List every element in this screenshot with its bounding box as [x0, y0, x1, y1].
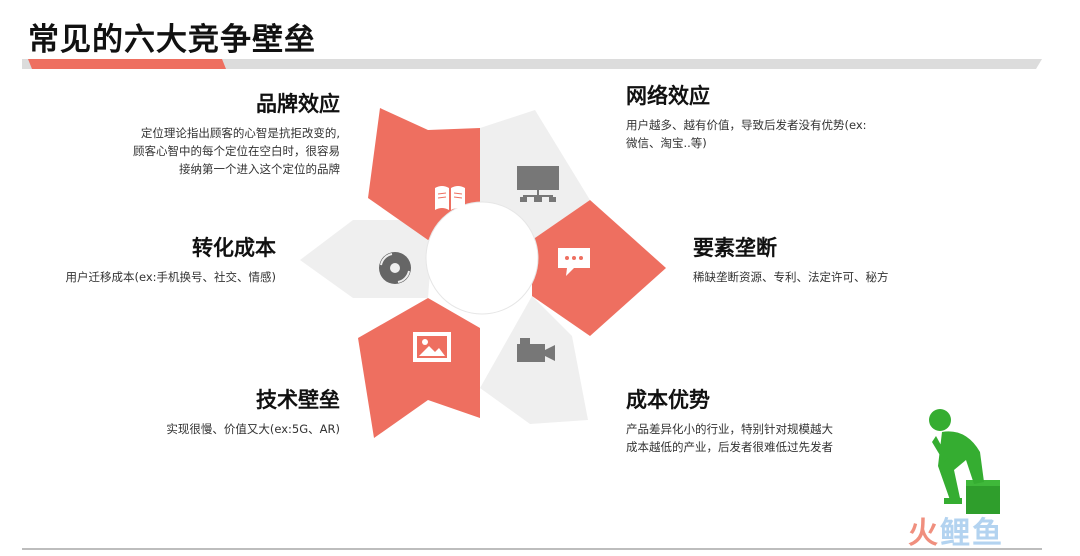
- barrier-desc-line: 成本越低的产业，后发者很难低过先发者: [626, 440, 833, 454]
- barrier-brand: 品牌效应 定位理论指出顾客的心智是抗拒改变的, 顾客心智中的每个定位在空白时，很…: [133, 88, 340, 178]
- barrier-title: 要素垄断: [693, 236, 777, 260]
- barrier-desc-line: 稀缺垄断资源、专利、法定许可、秘方: [693, 270, 889, 284]
- thinker-figure: [929, 409, 1000, 514]
- picture-icon: [413, 332, 451, 362]
- barrier-title: 成本优势: [626, 388, 710, 412]
- arrow-switching: [300, 220, 434, 298]
- barrier-desc-line: 实现很慢、价值又大(ex:5G、AR): [166, 422, 340, 436]
- barrier-title: 转化成本: [192, 236, 276, 260]
- page-title: 常见的六大竞争壁垒: [28, 22, 316, 58]
- barrier-switching: 转化成本 用户迁移成本(ex:手机换号、社交、情感): [65, 232, 276, 286]
- barrier-diagram: [300, 108, 666, 438]
- chat-icon: [558, 248, 590, 276]
- barrier-desc-line: 用户迁移成本(ex:手机换号、社交、情感): [65, 270, 276, 284]
- logo: 火鲤鱼: [908, 516, 1004, 551]
- barrier-desc-line: 顾客心智中的每个定位在空白时，很容易: [133, 144, 340, 158]
- arrow-tech: [358, 298, 480, 438]
- barrier-cost: 成本优势 产品差异化小的行业，特别针对规模越大 成本越低的产业，后发者很难低过先…: [626, 384, 833, 456]
- barrier-tech: 技术壁垒 实现很慢、价值又大(ex:5G、AR): [166, 384, 340, 438]
- arrow-monopoly: [532, 200, 666, 336]
- disc-icon: [379, 252, 411, 284]
- barrier-desc-line: 微信、淘宝..等): [626, 136, 707, 150]
- barrier-desc-line: 接纳第一个进入这个定位的品牌: [179, 162, 340, 176]
- title-underline: [22, 59, 1042, 69]
- book-icon: [435, 186, 465, 210]
- center-circle: [425, 201, 539, 315]
- video-camera-icon: [517, 338, 555, 362]
- barrier-network: 网络效应 用户越多、越有价值，导致后发者没有优势(ex: 微信、淘宝..等): [626, 80, 867, 152]
- barrier-monopoly: 要素垄断 稀缺垄断资源、专利、法定许可、秘方: [693, 232, 889, 286]
- barrier-title: 品牌效应: [256, 92, 340, 116]
- monitor-network-icon: [517, 166, 559, 202]
- barrier-title: 网络效应: [626, 84, 710, 108]
- barrier-title: 技术壁垒: [256, 388, 340, 412]
- footer-divider: [22, 548, 1042, 550]
- barrier-desc-line: 定位理论指出顾客的心智是抗拒改变的,: [140, 126, 340, 140]
- barrier-desc-line: 用户越多、越有价值，导致后发者没有优势(ex:: [626, 118, 867, 132]
- barrier-desc-line: 产品差异化小的行业，特别针对规模越大: [626, 422, 833, 436]
